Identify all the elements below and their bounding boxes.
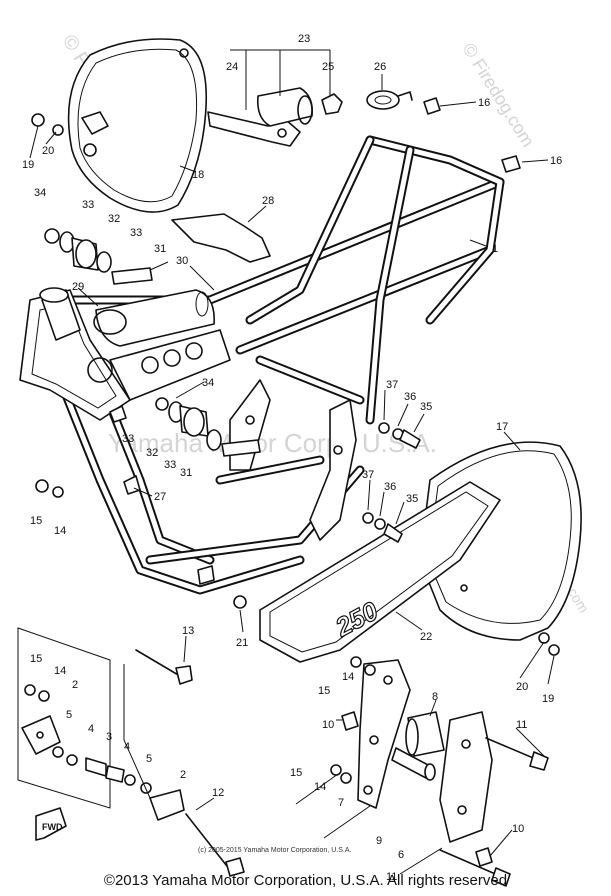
footrest-bracket-assembly: FWD [17, 627, 245, 877]
callout-15-lower: 15 [290, 767, 302, 779]
callout-33-lower-b: 33 [164, 459, 176, 471]
callout-numbers: 23 24 25 26 16 16 1 18 19 20 34 33 32 33… [22, 33, 562, 883]
main-frame-part [19, 135, 505, 595]
callout-30: 30 [176, 255, 188, 267]
callout-34-upper: 34 [34, 187, 46, 199]
callout-28: 28 [262, 195, 274, 207]
engine-mount-bracket-assembly [330, 656, 549, 887]
callout-14-lower-left: 14 [54, 665, 66, 677]
callout-4-left: 4 [88, 723, 94, 735]
callout-37-lower: 37 [362, 469, 374, 481]
callout-37-upper: 37 [386, 379, 398, 391]
callout-14-lower: 14 [314, 781, 326, 793]
callout-11-lower: 11 [386, 871, 397, 883]
callout-27: 27 [154, 491, 166, 503]
callout-33-upper-a: 33 [82, 199, 94, 211]
callout-16-upper: 16 [478, 97, 490, 109]
callout-22: 22 [420, 631, 432, 643]
callout-35-upper: 35 [420, 401, 432, 413]
callout-35-lower: 35 [406, 493, 418, 505]
callout-31-lower: 31 [180, 467, 192, 479]
callout-10-upper: 10 [322, 719, 334, 731]
callout-26: 26 [374, 61, 386, 73]
callout-33-lower-a: 33 [122, 433, 134, 445]
callout-20-upper: 20 [42, 145, 54, 157]
callout-20-right: 20 [516, 681, 528, 693]
callout-34-lower: 34 [202, 377, 214, 389]
plate-part [171, 213, 271, 263]
callout-29: 29 [72, 281, 84, 293]
side-cover-part [67, 38, 208, 213]
callout-19-right: 19 [542, 693, 554, 705]
callout-3: 3 [106, 731, 112, 743]
clamp-part [366, 90, 413, 110]
callout-36-lower: 36 [384, 481, 396, 493]
callout-17: 17 [496, 421, 508, 433]
callout-24: 24 [226, 61, 238, 73]
callout-9: 9 [376, 835, 382, 847]
callout-33-upper-b: 33 [130, 227, 142, 239]
callout-15-left: 15 [30, 515, 42, 527]
callout-4-right: 4 [124, 741, 130, 753]
callout-13: 13 [182, 625, 194, 637]
upper-mount-bushings [44, 228, 153, 285]
callout-1: 1 [492, 243, 498, 255]
callout-6: 6 [398, 849, 404, 861]
callout-36-upper: 36 [404, 391, 416, 403]
callout-2-right: 2 [180, 769, 186, 781]
callout-5-right: 5 [146, 753, 152, 765]
fwd-arrow-label: FWD [42, 822, 63, 832]
callout-23: 23 [298, 33, 310, 45]
tool-holder-part [207, 87, 343, 147]
callout-18: 18 [192, 169, 204, 181]
callout-10-lower: 10 [512, 823, 524, 835]
callout-14-mid: 14 [342, 671, 354, 683]
callout-32-lower: 32 [146, 447, 158, 459]
callout-19-upper: 19 [22, 159, 34, 171]
small-copyright-text: (c) 2005-2015 Yamaha Motor Corporation, … [198, 847, 351, 854]
callout-25: 25 [322, 61, 334, 73]
callout-31-upper: 31 [154, 243, 166, 255]
callout-32-upper: 32 [108, 213, 120, 225]
callout-15-mid: 15 [318, 685, 330, 697]
watermark-right: © Firedog.com [459, 40, 539, 151]
lower-mount-bushings [155, 397, 261, 457]
callout-21: 21 [236, 637, 248, 649]
callout-2-left: 2 [72, 679, 78, 691]
footer-copyright: ©2013 Yamaha Motor Corporation, U.S.A. A… [103, 872, 508, 889]
battery-box-part [93, 289, 215, 347]
callout-12: 12 [212, 787, 224, 799]
callout-11-upper: 11 [516, 719, 527, 731]
callout-7: 7 [338, 797, 344, 809]
callout-15-lower-left: 15 [30, 653, 42, 665]
callout-14-left: 14 [54, 525, 66, 537]
leader-lines [29, 49, 555, 875]
callout-8: 8 [432, 691, 438, 703]
callout-5-left: 5 [66, 709, 72, 721]
misc-hardware [31, 97, 560, 656]
callout-16-lower: 16 [550, 155, 562, 167]
